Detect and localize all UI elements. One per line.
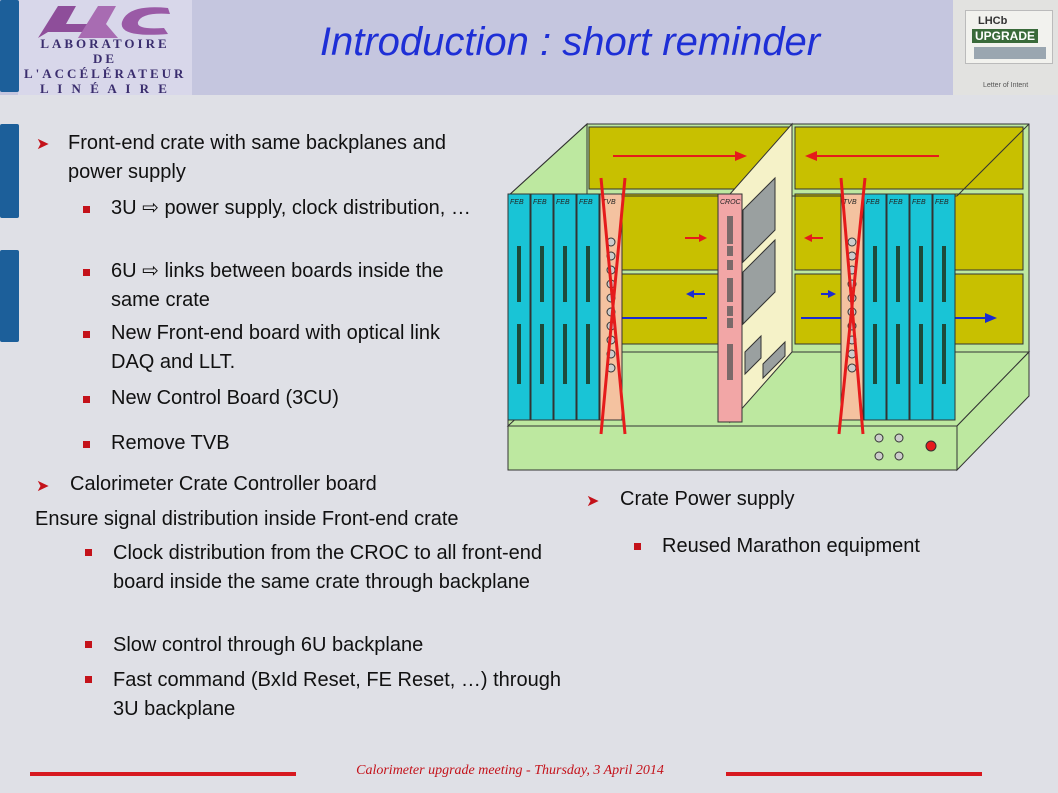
board-label: FEB [579,199,593,206]
footer-line-left [30,772,296,776]
sub-item-remove-tvb: Remove TVB [111,432,230,454]
backplane-6u-right [794,126,1024,190]
feb-connector [942,246,946,302]
croc-connector [727,344,733,380]
slide-header: LABORATOIRE DE L'ACCÉLÉRATEUR L I N É A … [0,0,1058,96]
bullet-frontend-crate: Front-end crate with same backplanes and… [68,132,446,183]
lal-line-1: LABORATOIRE [40,36,170,51]
sidebar-bar-3 [0,250,19,342]
feb-connector [586,324,590,384]
tvb-connector [847,363,857,373]
croc-connector [727,260,733,270]
tvb-cross-right-b [837,177,867,435]
lhcb-upgrade-logo: LHCb UPGRADE Letter of Intent [953,0,1058,95]
square-bullet-icon [85,549,92,556]
lhcb-detector-image [974,47,1046,59]
feb-connector [873,246,877,302]
square-bullet-icon [85,641,92,648]
feb-connector [563,246,567,302]
board-feb-3 [576,193,600,421]
ensure-signal-text: Ensure signal distribution inside Front-… [35,508,459,530]
board-label: FEB [556,199,570,206]
feb-connector [517,324,521,384]
arrow-bullet-icon: ➤ [36,136,50,153]
feb-connector [896,324,900,384]
lal-line-3: L I N É A I R E [40,81,170,96]
bullet-crate-power-supply: Crate Power supply [620,488,795,510]
letter-of-intent-caption: Letter of Intent [983,82,1029,89]
feb-connector [919,246,923,302]
square-bullet-icon [83,331,90,338]
upgrade-text: UPGRADE [972,29,1039,43]
arrow-bullet-icon: ➤ [586,493,600,510]
board-label: FEB [935,199,949,206]
board-label: CROC [720,199,742,206]
feb-connector [540,324,544,384]
bullet-croc: Calorimeter Crate Controller board [70,473,377,495]
square-bullet-icon [83,269,90,276]
board-feb-2 [553,193,577,421]
square-bullet-icon [634,543,641,550]
feb-connector [563,324,567,384]
sidebar-bar-2 [0,124,19,218]
square-bullet-icon [85,676,92,683]
sub-item-marathon: Reused Marathon equipment [662,535,920,557]
board-group: FEB FEB FEB FEB TVB CROC TVB FEB FEB FEB FEB [507,193,956,423]
board-feb-8 [886,193,910,421]
board-feb-10 [932,193,956,421]
board-label: FEB [510,199,524,206]
square-bullet-icon [83,441,90,448]
croc-connector [727,216,733,244]
feb-connector [919,324,923,384]
lal-logo-mark [38,6,170,38]
board-tvb-4 [599,193,623,421]
board-label: TVB [602,199,616,206]
crate-bottom-front [507,425,958,471]
board-label: FEB [889,199,903,206]
croc-connector [727,318,733,328]
croc-connector [727,246,733,256]
arrow-bullet-icon: ➤ [36,478,50,495]
sub-item-control-board: New Control Board (3CU) [111,387,339,409]
feb-connector [873,324,877,384]
feb-connector [942,324,946,384]
feb-connector [896,246,900,302]
board-feb-1 [530,193,554,421]
page-title: Introduction : short reminder [319,20,821,64]
feb-connector [517,246,521,302]
board-feb-0 [507,193,531,421]
board-label: FEB [866,199,880,206]
square-bullet-icon [83,206,90,213]
board-feb-9 [909,193,933,421]
sidebar-bar-1 [0,0,19,92]
feb-connector [586,246,590,302]
board-label: TVB [843,199,857,206]
sub-item-slow-control: Slow control through 6U backplane [113,634,424,656]
sub-item-clock-distribution: Clock distribution from the CROC to all … [113,542,543,593]
feb-connector [540,246,544,302]
board-feb-7 [863,193,887,421]
croc-connector [727,306,733,316]
footer-line-right [726,772,982,776]
sub-item-6u: 6U ⇨ links between boards inside the sam… [111,260,444,311]
lal-line-2: DE L'ACCÉLÉRATEUR [24,51,187,81]
tvb-cross-left-b [599,177,627,435]
sub-item-new-feb: New Front-end board with optical link DA… [111,322,441,373]
sub-item-3u: 3U ⇨ power supply, clock distribution, … [111,197,471,219]
footer-text: Calorimeter upgrade meeting - Thursday, … [356,763,664,778]
lal-logo: LABORATOIRE DE L'ACCÉLÉRATEUR L I N É A … [18,0,192,96]
sub-item-fast-command: Fast command (BxId Reset, FE Reset, …) t… [113,669,561,720]
tvb-connector [847,237,857,247]
lhcb-text: LHCb [978,15,1008,27]
board-label: FEB [533,199,547,206]
crate-diagram: FEB FEB FEB FEB TVB CROC TVB FEB FEB FEB FEB [506,122,1031,472]
board-label: FEB [912,199,926,206]
croc-connector [727,278,733,302]
square-bullet-icon [83,396,90,403]
